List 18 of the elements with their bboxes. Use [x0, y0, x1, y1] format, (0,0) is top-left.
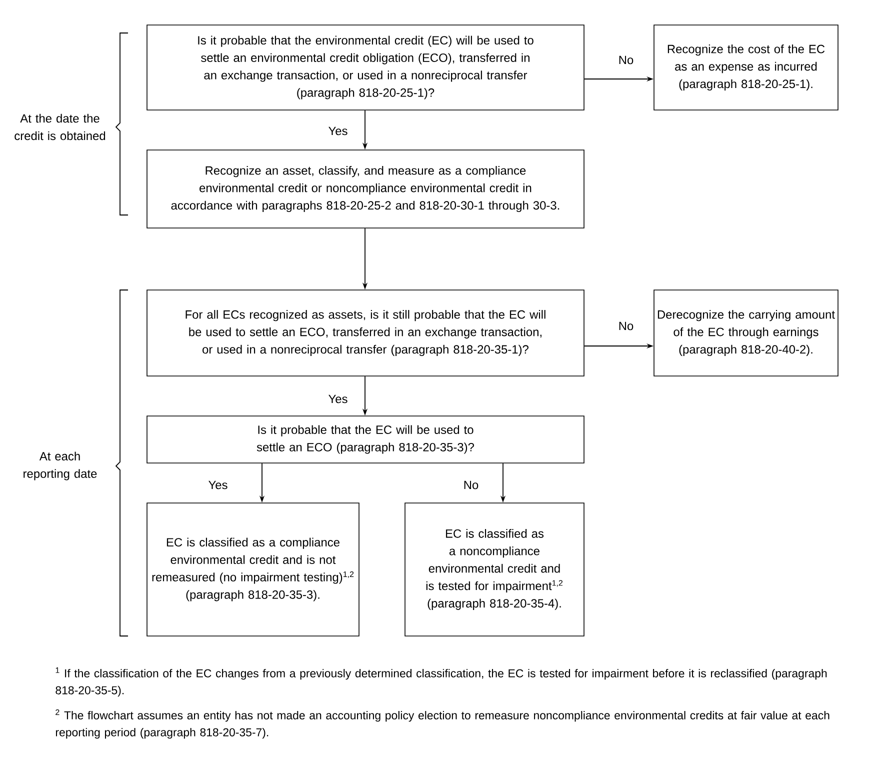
footnote: $^{2}$ The flowchart assumes an entity has not made an accounting policy election to remeasure noncompliance environmental credits at fair value at each reporting period (paragraph 818-20-35-7).: [56, 709, 830, 739]
edge-label: No: [617, 54, 635, 66]
edge-label: Yes: [327, 126, 349, 136]
decision-box: Is it probable that the environmental credit (EC) will be used to settle an environmental credit obligation (ECO), transferred in an exchange transaction, or used in a nonreciprocal transfer (paragraph 818-20-25-1)?: [146, 24, 584, 110]
edge-label: No: [462, 480, 480, 490]
process-box: EC is classified as a compliance environmental credit and is not remeasured (no impairment testing)$^{1,2}$ (paragraph 818-20-35-3).: [146, 502, 360, 636]
edge-label: Yes: [327, 394, 349, 404]
process-box: Recognize an asset, classify, and measure as a compliance environmental credit or noncompliance environmental credit in accordance with paragraphs 818-20-25-2 and 818-20-30-1 through 30-3.: [146, 150, 584, 228]
bracket-label: At each reporting date: [24, 452, 97, 480]
decision-box: For all ECs recognized as assets, is it still probable that the EC will be used to settle an ECO, transferred in an exchange transaction, or used in a nonreciprocal transfer (paragraph 818-20-35-1)?: [146, 290, 584, 376]
process-box: EC is classified as a noncompliance environmental credit and is tested for impairment$^{1,2}$ (paragraph 818-20-35-4).: [404, 502, 584, 636]
process-box: Recognize the cost of the EC as an expense as incurred (paragraph 818-20-25-1).: [654, 24, 838, 110]
edge-label: Yes: [207, 480, 229, 490]
process-box: Derecognize the carrying amount of the EC through earnings (paragraph 818-20-40-2).: [654, 290, 838, 376]
bracket-label: At the date the credit is obtained: [14, 114, 106, 140]
footnote: $^{1}$ If the classification of the EC changes from a previously determined classification, the EC is tested for impairment before it is reclassified (paragraph 818-20-35-5).: [56, 667, 827, 697]
edge-label: No: [617, 320, 635, 332]
decision-box: Is it probable that the EC will be used to settle an ECO (paragraph 818-20-35-3)?: [146, 416, 584, 464]
